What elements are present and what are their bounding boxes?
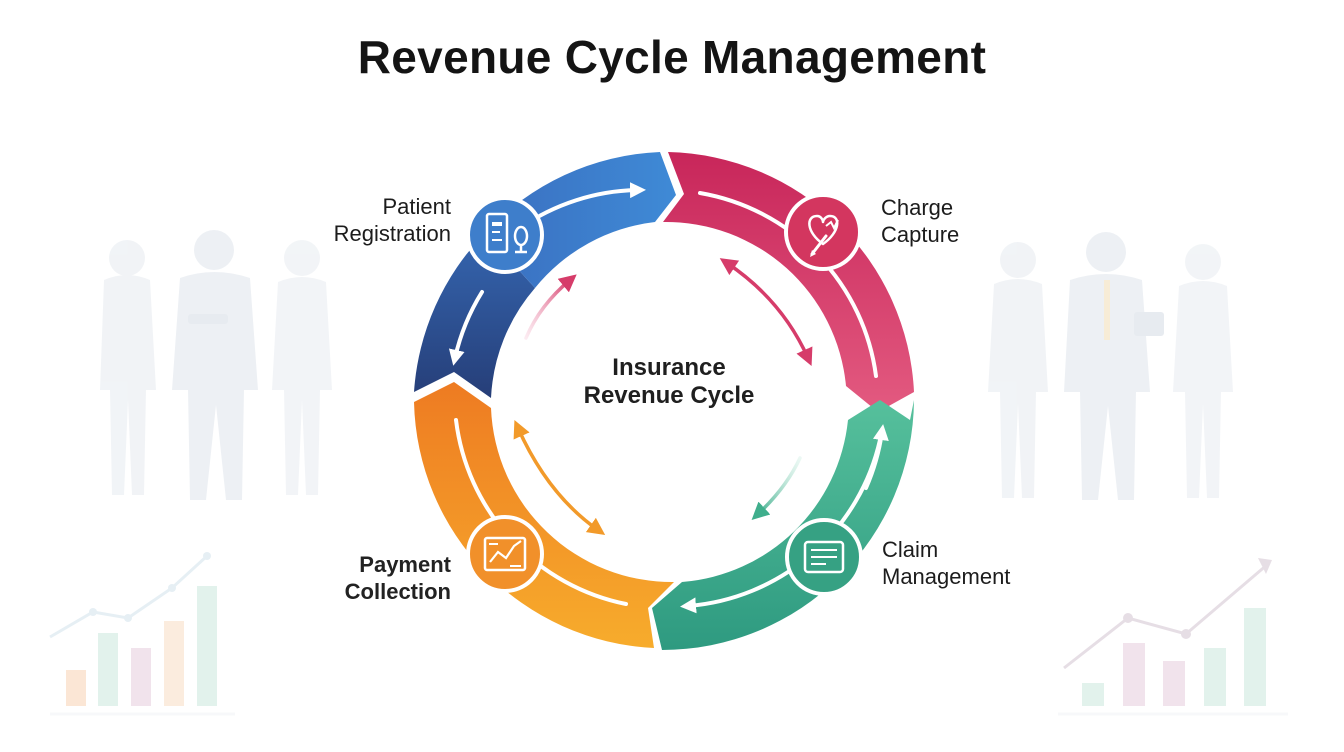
background-people-right (988, 232, 1233, 500)
inner-arrow-green (751, 456, 802, 520)
stage-label-line2: Registration (333, 221, 451, 246)
stage-label-line1: Patient (382, 194, 452, 219)
stage-label-payment: Payment Collection (345, 551, 451, 605)
center-label-line1: Insurance (612, 354, 726, 381)
stage-label-claim: Claim Management (882, 536, 1010, 590)
inner-arrow-pink-left (524, 274, 577, 340)
ring-arrow-navy (448, 290, 484, 366)
ring-segment-charge (663, 152, 914, 412)
background-chart-right (1058, 558, 1288, 716)
cycle-ring (414, 152, 914, 650)
inner-arrows (513, 258, 813, 536)
page-title: Revenue Cycle Management (357, 31, 987, 83)
stage-label-registration: Patient Registration (334, 193, 451, 247)
background-chart-left (49, 552, 235, 716)
ring-segment-navy (414, 233, 535, 398)
ring-arrow-claim-up (864, 424, 889, 490)
stage-label-line2: Capture (881, 222, 960, 247)
stage-label-line2: Collection (344, 579, 451, 604)
stage-label-line1: Charge (881, 195, 954, 220)
inner-arrow-orange (513, 420, 606, 536)
stage-label-line1: Claim (882, 537, 939, 562)
heart-pen-icon (784, 193, 862, 271)
background-people-left (100, 230, 332, 500)
stage-label-charge: Charge Capture (881, 194, 959, 248)
ring-segment-claim (652, 400, 914, 650)
center-label-line2: Revenue Cycle (583, 382, 755, 409)
stage-label-line2: Management (882, 564, 1011, 589)
chart-icon (466, 515, 544, 593)
claim-document-icon (785, 518, 863, 596)
inner-arrow-pink-right (719, 258, 813, 366)
ring-segment-payment (414, 382, 674, 648)
clipboard-icon (466, 196, 544, 274)
stage-label-line1: Payment (359, 552, 451, 577)
center-label: Insurance Revenue Cycle (544, 354, 794, 410)
